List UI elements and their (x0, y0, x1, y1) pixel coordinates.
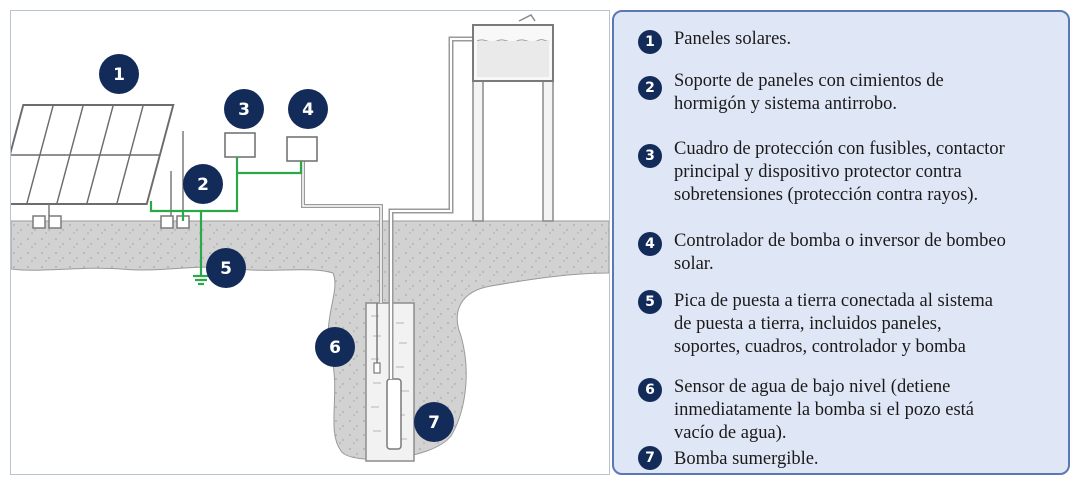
badge-7: 7 (414, 402, 454, 442)
badge-7-label: 7 (428, 413, 440, 433)
submersible-pump (386, 378, 402, 450)
badge-6-label: 6 (329, 338, 341, 358)
level-sensor (373, 362, 381, 374)
badge-2: 2 (183, 164, 223, 204)
badge-4-label: 4 (302, 100, 314, 120)
legend-text-7: Bomba sumergible. (674, 449, 819, 469)
legend-text-2: Soporte de paneles con cimientos de horm… (674, 71, 944, 114)
legend-text-6: Sensor de agua de bajo nivel (detiene in… (674, 377, 975, 443)
legend-number-1: 1 (638, 30, 662, 54)
tank-tower-left-leg (472, 80, 484, 222)
ground-wiring (149, 157, 303, 286)
ground-layer (11, 220, 609, 460)
badge-3-label: 3 (238, 100, 250, 120)
legend-panel: 1 Paneles solares. 2 Soporte de paneles … (612, 10, 1070, 475)
badge-6: 6 (315, 327, 355, 367)
legend-number-3: 3 (638, 144, 662, 168)
legend-number-2: 2 (638, 76, 662, 100)
legend-text-4: Controlador de bomba o inversor de bombe… (674, 231, 1006, 274)
panel-supports (32, 131, 190, 229)
legend-text-3: Cuadro de protección con fusibles, conta… (674, 139, 1005, 205)
protection-box (224, 132, 256, 158)
badge-2-label: 2 (197, 175, 209, 195)
badge-4: 4 (288, 89, 328, 129)
legend-number-4: 4 (638, 232, 662, 256)
legend-number-5: 5 (638, 290, 662, 314)
diagram-svg: 1 2 3 4 5 6 7 (11, 14, 609, 462)
badge-5-label: 5 (220, 259, 232, 279)
tank-tower-right-leg (542, 80, 554, 222)
legend-number-7: 7 (638, 446, 662, 470)
pump-controller (286, 136, 318, 162)
legend-text-1: Paneles solares. (674, 29, 792, 49)
legend-number-6: 6 (638, 378, 662, 402)
badge-3: 3 (224, 89, 264, 129)
tank-float (518, 14, 536, 22)
badge-5: 5 (206, 248, 246, 288)
badge-1: 1 (99, 54, 139, 94)
badge-1-label: 1 (113, 65, 125, 85)
legend-text-5: Pica de puesta a tierra conectada al sis… (674, 291, 993, 357)
solar-pumping-diagram: 1 2 3 4 5 6 7 (10, 10, 610, 475)
